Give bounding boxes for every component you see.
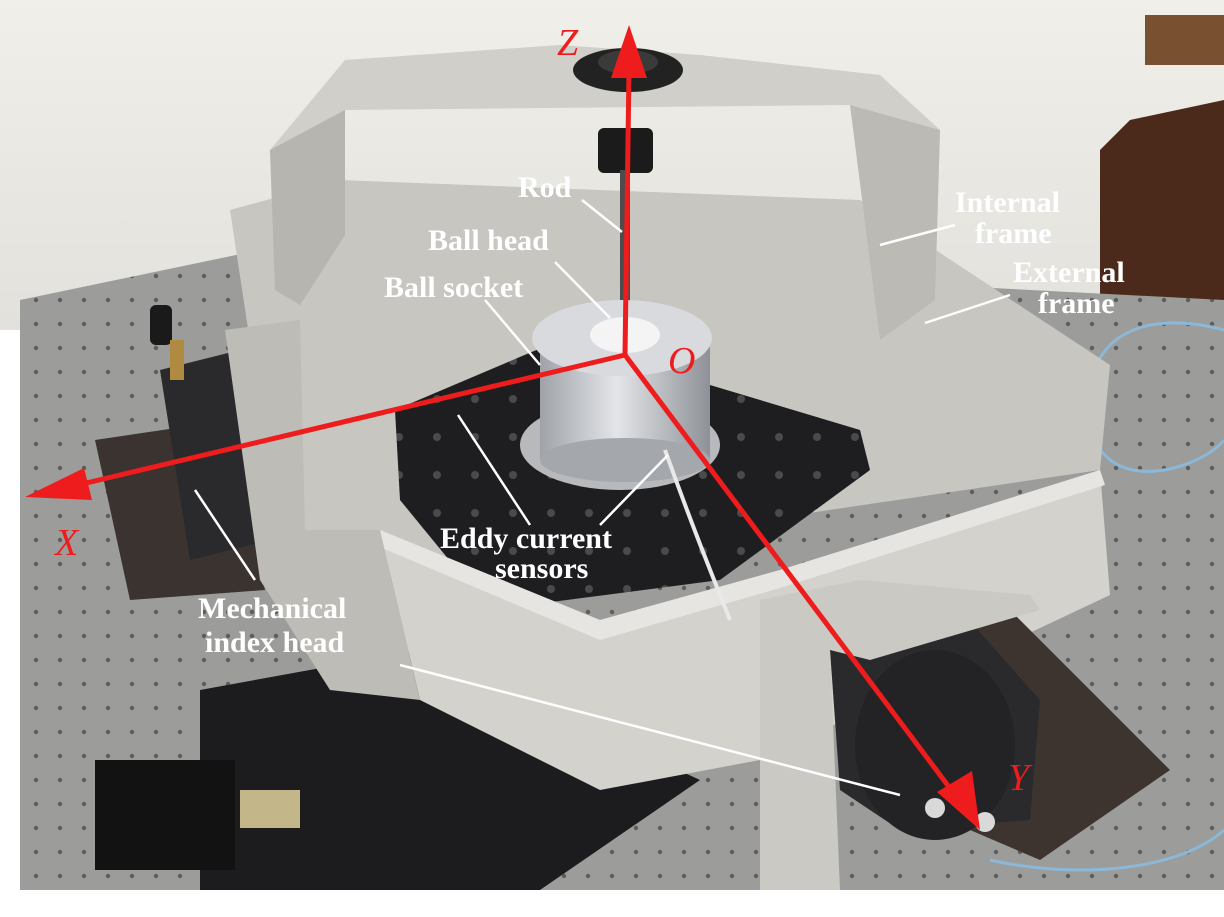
leader-lines bbox=[193, 199, 1011, 797]
motor-connector bbox=[240, 790, 300, 828]
z-axis-line bbox=[622, 69, 632, 356]
ball-socket-leader bbox=[484, 299, 541, 366]
right-index-bolt-1 bbox=[925, 798, 945, 818]
label-index-head-line2: index head bbox=[205, 626, 345, 659]
y-axis-arrowhead bbox=[937, 771, 980, 830]
internal-frame-leader bbox=[879, 223, 956, 247]
label-index-head-line1: Mechanical bbox=[198, 592, 346, 625]
wood-frame bbox=[1145, 15, 1224, 65]
eddy-leader-2 bbox=[599, 454, 669, 526]
internal-frame-right-leg bbox=[850, 105, 940, 340]
label-internal-frame-line2: frame bbox=[975, 217, 1052, 250]
label-rod: Rod bbox=[518, 171, 572, 204]
label-eddy-line1: Eddy current bbox=[440, 522, 612, 555]
label-ball-head: Ball head bbox=[428, 224, 549, 257]
external-frame-front-pillar bbox=[760, 580, 1040, 890]
y-axis-line bbox=[623, 353, 957, 797]
z-axis-arrowhead bbox=[611, 25, 647, 78]
index-head-leader-left bbox=[193, 489, 257, 581]
label-external-frame-line1: External bbox=[1013, 256, 1125, 289]
ball-head-leader bbox=[554, 261, 611, 319]
wood-cabinet bbox=[1100, 100, 1224, 360]
x-axis-arrowhead bbox=[25, 468, 92, 500]
internal-frame-arch bbox=[270, 45, 940, 340]
label-external-frame-line2: frame bbox=[1038, 287, 1115, 320]
external-frame-left-wall bbox=[225, 320, 420, 700]
external-frame-leader bbox=[924, 293, 1011, 325]
internal-frame-left-leg bbox=[270, 110, 345, 305]
axis-label-origin: O bbox=[668, 340, 695, 382]
ball-socket-bottom bbox=[540, 438, 710, 482]
right-index-bolt-2 bbox=[975, 812, 995, 832]
stepper-motor bbox=[95, 760, 235, 870]
sensor-wire bbox=[663, 449, 732, 621]
label-internal-frame-line1: Internal bbox=[955, 186, 1060, 219]
rod-leader bbox=[581, 199, 623, 233]
linear-stage bbox=[200, 650, 700, 890]
sensor-cable-2 bbox=[989, 828, 1224, 872]
label-ball-socket: Ball socket bbox=[384, 271, 523, 304]
coordinate-axes bbox=[25, 25, 980, 830]
external-frame-front bbox=[380, 470, 1110, 790]
axis-label-x: X bbox=[53, 522, 80, 564]
axis-label-y: Y bbox=[1008, 757, 1033, 799]
axis-label-z: Z bbox=[557, 22, 579, 64]
label-eddy-line2: sensors bbox=[495, 552, 588, 585]
eddy-leader-1 bbox=[456, 414, 532, 526]
index-head-leader-right bbox=[399, 663, 901, 797]
left-index-post bbox=[170, 340, 184, 380]
x-axis-line bbox=[77, 352, 626, 488]
left-index-knob bbox=[150, 305, 172, 345]
